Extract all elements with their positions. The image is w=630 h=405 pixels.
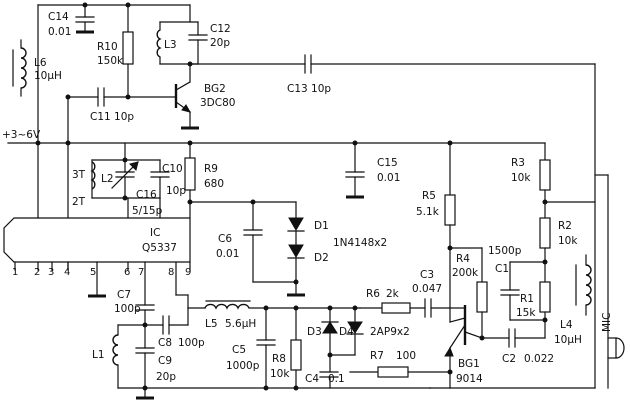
turns-2T: 2T (72, 196, 86, 208)
R2-label: R2 (558, 220, 572, 232)
ic-pin-7: 7 (138, 267, 144, 278)
D3-label: D3 (307, 326, 322, 338)
ic-pin-labels: 1 2 3 4 5 6 7 8 9 (12, 267, 191, 278)
C1-label: C1 (495, 263, 509, 275)
ic-pin-4: 4 (64, 267, 70, 278)
varactor-section (319, 298, 466, 389)
C2-value: 0.022 (524, 353, 554, 365)
R4-label: R4 (456, 253, 470, 265)
C16-value: 5/15p (132, 205, 163, 217)
ic-pin-1: 1 (12, 267, 18, 278)
C7-value: 100p (114, 303, 141, 315)
ic-pin-9: 9 (185, 267, 191, 278)
C14-label: C14 (48, 11, 69, 23)
C8-value: 100p (178, 337, 205, 349)
BG1-value: 9014 (456, 373, 483, 385)
IC-value: Q5337 (142, 242, 177, 254)
R1-label: R1 (520, 293, 534, 305)
Dpart-label: 1N4148x2 (333, 237, 387, 249)
ic-pin-8: 8 (168, 267, 174, 278)
L3-label: L3 (164, 39, 177, 51)
lower-output (112, 294, 431, 400)
C2-label: C2 (502, 353, 516, 365)
C4-value: 0.1 (328, 373, 345, 385)
C16-label: C16 (136, 189, 157, 201)
L6-value: 10μH (34, 70, 62, 82)
R7-label: R7 (370, 350, 384, 362)
L2-label: L2 (101, 173, 114, 185)
ic-pin-2: 2 (34, 267, 40, 278)
R9-label: R9 (204, 163, 218, 175)
diodes-D1-D2 (243, 201, 305, 297)
C13-label: C13 10p (287, 83, 331, 95)
BG2-label: BG2 (204, 83, 226, 95)
C12-value: 20p (210, 37, 230, 49)
component-labels: C14 0.01 R10 150k L3 C12 20p L6 10μH BG2… (34, 11, 613, 385)
ic-pin-3: 3 (48, 267, 54, 278)
C7-label: C7 (117, 289, 131, 301)
R1-value: 15k (516, 307, 536, 319)
D2-label: D2 (314, 252, 329, 264)
top-oscillator (12, 2, 596, 144)
C6-value: 0.01 (216, 248, 239, 260)
R8-label: R8 (272, 353, 286, 365)
R9-value: 680 (204, 178, 224, 190)
R2-value: 10k (558, 235, 578, 247)
L6-label: L6 (34, 57, 47, 69)
C10-value: 10p (166, 185, 186, 197)
C15 (345, 142, 365, 199)
C3-label: C3 (420, 269, 434, 281)
C9-label: C9 (158, 355, 172, 367)
IC-label: IC (150, 227, 160, 239)
C3-value: 0.047 (412, 283, 442, 295)
D4-label: D4 (339, 326, 354, 338)
R5-label: R5 (422, 190, 436, 202)
D1-label: D1 (314, 220, 329, 232)
R4-value: 200k (452, 267, 479, 279)
R6-value: 2k (386, 288, 400, 300)
C6-label: C6 (218, 233, 232, 245)
R7-value: 100 (396, 350, 416, 362)
R6-label: R6 (366, 288, 380, 300)
R8-value: 10k (270, 368, 290, 380)
supply-label: +3~6V (2, 129, 41, 141)
L4-mic (575, 174, 625, 389)
BG2-value: 3DC80 (200, 97, 235, 109)
MIC-label: MIC (601, 313, 613, 333)
C11-label: C11 10p (90, 111, 134, 123)
L5-label: L5 (205, 318, 218, 330)
C14-value: 0.01 (48, 26, 71, 38)
L5-value: 5.6μH (225, 318, 256, 330)
R10-label: R10 (97, 41, 118, 53)
C4-label: C4 (305, 373, 319, 385)
L4-value: 10μH (554, 334, 582, 346)
C1v-label: 1500p (488, 245, 522, 257)
D34-value: 2AP9x2 (370, 326, 410, 338)
ic-Q5337 (3, 142, 191, 306)
bg1-stage (429, 142, 546, 389)
C10-label: C10 (162, 163, 183, 175)
turns-3T: 3T (72, 169, 86, 181)
C15-value: 0.01 (377, 172, 400, 184)
R3-label: R3 (511, 157, 525, 169)
L1-label: L1 (92, 349, 105, 361)
R9-branch (184, 142, 297, 219)
C5-label: C5 (232, 344, 246, 356)
ic-pin-5: 5 (90, 267, 96, 278)
C12-label: C12 (210, 23, 231, 35)
R10-value: 150k (97, 55, 124, 67)
BG1-label: BG1 (458, 358, 480, 370)
R5-value: 5.1k (416, 206, 440, 218)
C9-value: 20p (156, 371, 176, 383)
mic-bias (449, 63, 596, 389)
ic-pin-6: 6 (124, 267, 130, 278)
C5-value: 1000p (226, 360, 260, 372)
C15-label: C15 (377, 157, 398, 169)
R3-value: 10k (511, 172, 531, 184)
C8-label: C8 (158, 337, 172, 349)
supply-rail (7, 140, 546, 146)
L4-label: L4 (560, 319, 573, 331)
